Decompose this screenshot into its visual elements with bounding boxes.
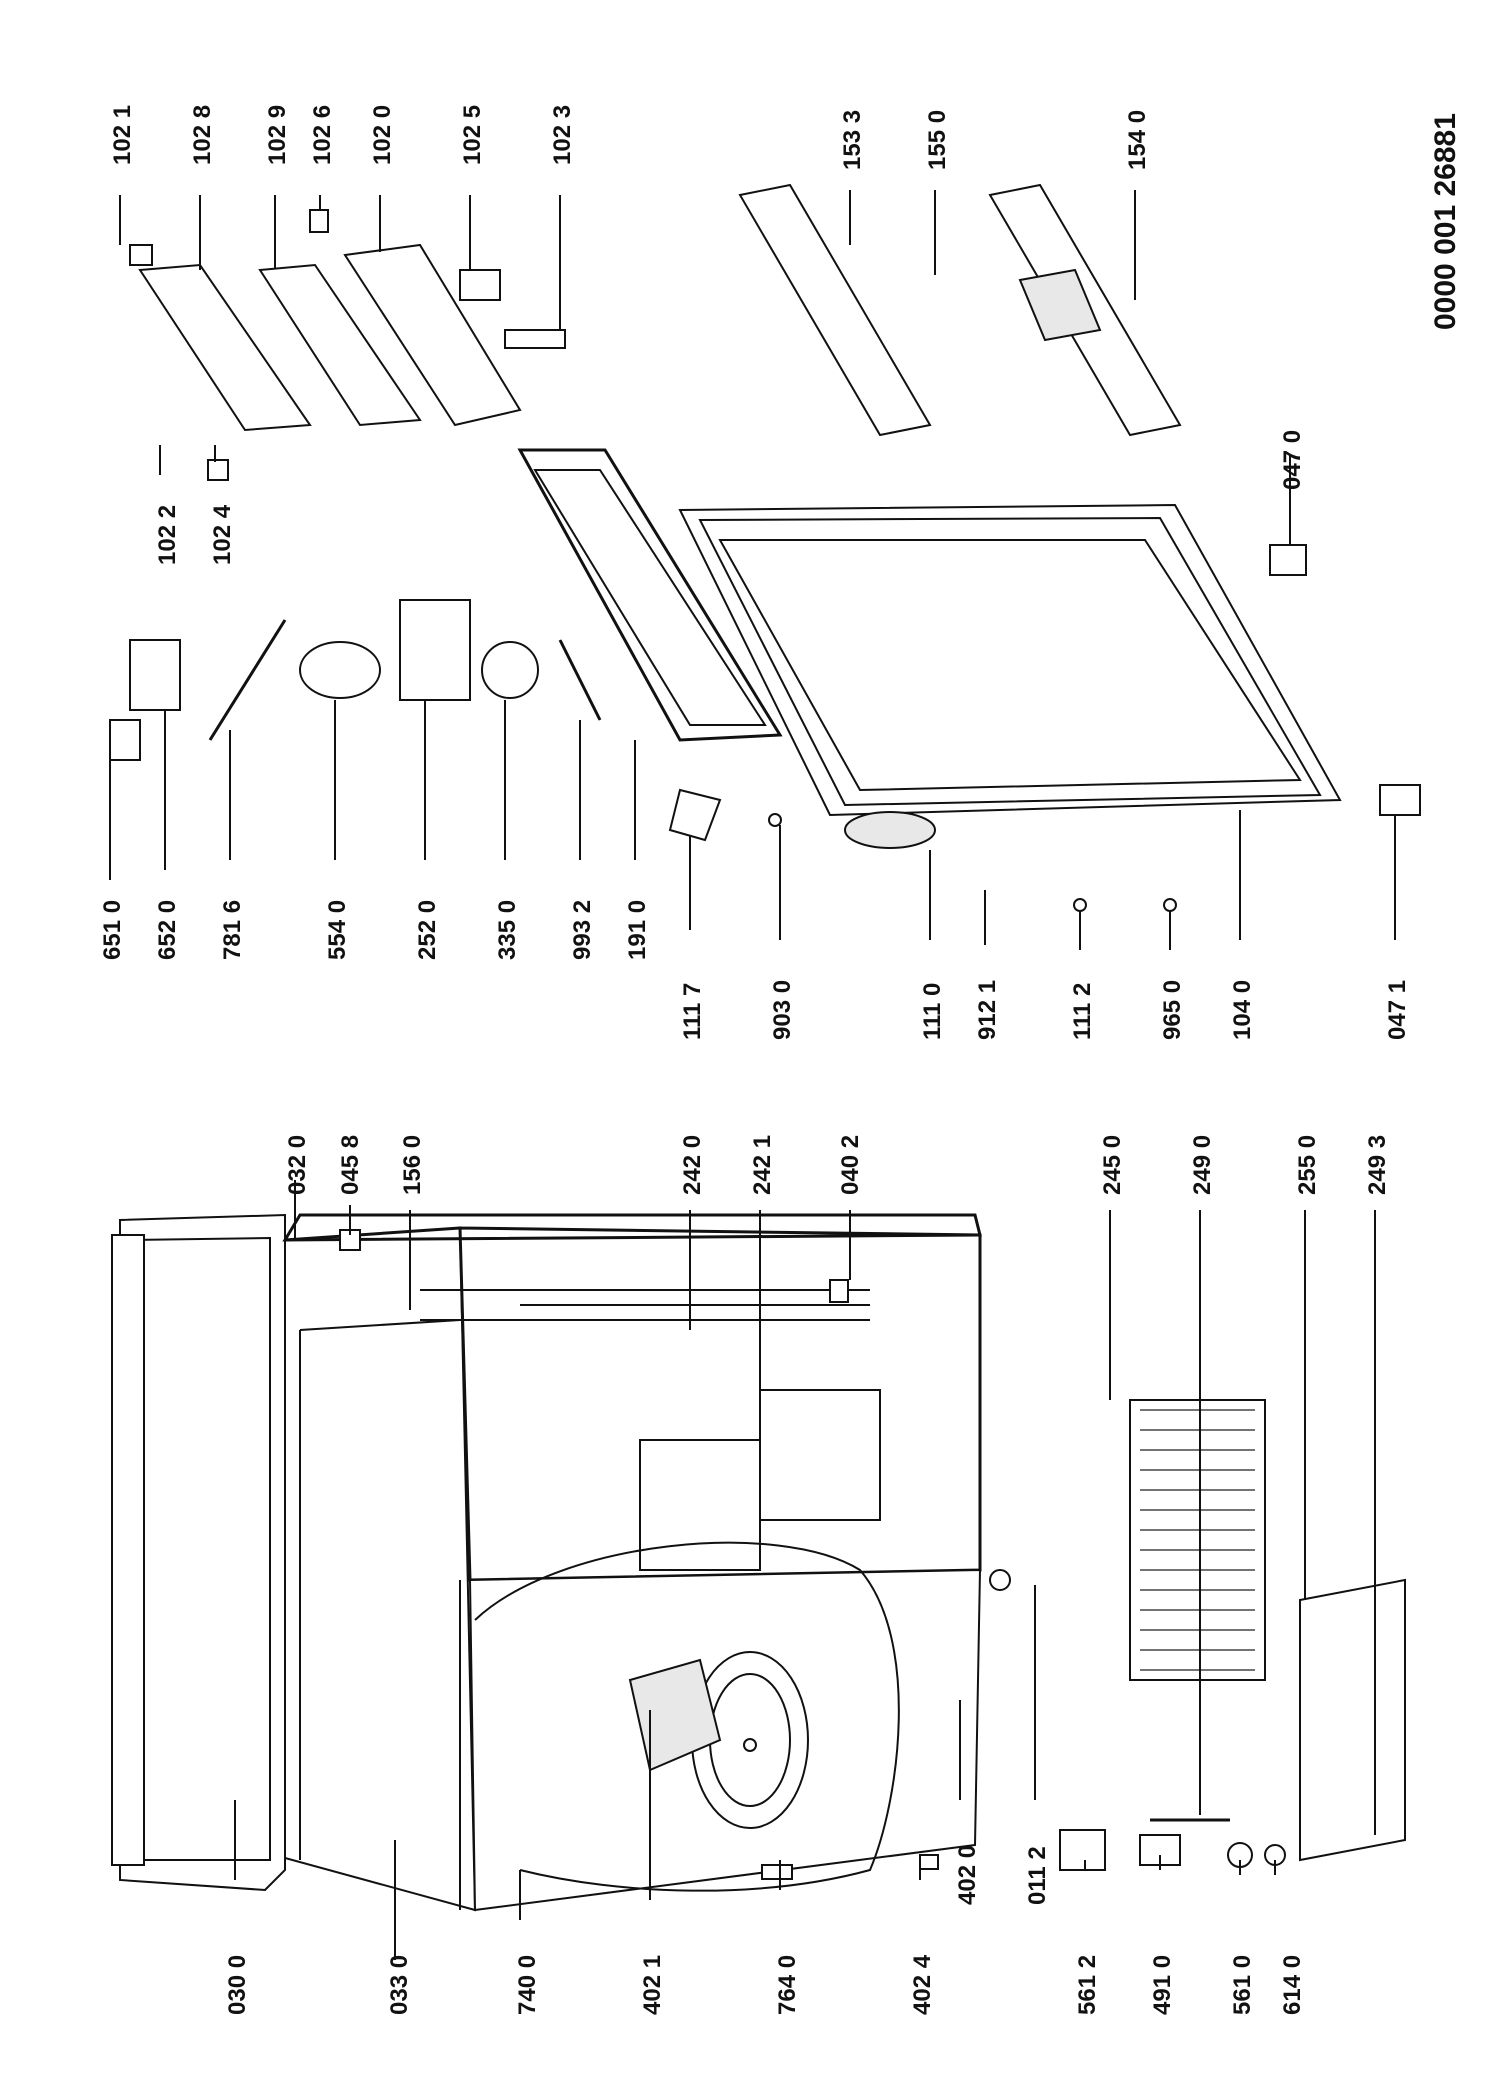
label-402-0: 402 0 [954,1845,981,1905]
label-249-0: 249 0 [1189,1135,1216,1195]
latch-plate [459,269,501,301]
label-155-0: 155 0 [924,110,951,170]
label-191-0: 191 0 [624,900,651,960]
label-903-0: 903 0 [769,980,796,1040]
door-balcony-upper [738,183,932,437]
door-assembly [517,448,1342,849]
label-011-2: 011 2 [1024,1846,1051,1905]
wire-shelf [1129,1399,1266,1681]
label-651-0: 651 0 [99,900,126,960]
lower-hinge [1379,784,1421,816]
label-102-8: 102 8 [189,105,216,165]
thermostat-knob-housing [1059,1829,1106,1871]
label-102-2: 102 2 [154,505,181,565]
hinge-small [309,209,329,233]
label-156-0: 156 0 [399,1135,426,1195]
clip [919,1854,939,1870]
egg-tray [1018,268,1102,342]
label-912-1: 912 1 [974,980,1001,1040]
label-561-2: 561 2 [1074,1955,1101,2015]
label-111-7: 111 7 [679,983,706,1040]
label-965-0: 965 0 [1159,980,1186,1040]
label-033-0: 033 0 [386,1955,413,2015]
label-245-0: 245 0 [1099,1135,1126,1195]
thermostat [109,719,141,761]
glass-shelf [1299,1578,1406,1862]
light-box [399,599,471,701]
label-045-8: 045 8 [337,1135,364,1195]
flap-hinge [129,244,153,266]
label-111-0: 111 0 [919,983,946,1040]
label-153-3: 153 3 [839,110,866,170]
drain-tube [558,639,602,721]
lamp-cover [299,641,381,699]
top-grille [111,1234,145,1866]
capillary-tube [208,619,287,741]
label-652-0: 652 0 [154,900,181,960]
label-102-4: 102 4 [209,504,236,565]
label-102-0: 102 0 [369,105,396,165]
label-255-0: 255 0 [1294,1135,1321,1195]
label-781-6: 781 6 [219,900,246,960]
thermostat-bracket [129,639,181,711]
label-993-2: 993 2 [569,900,596,960]
flap-pin [207,459,229,481]
label-740-0: 740 0 [514,1955,541,2015]
upper-hinge [1269,544,1307,576]
door-stop [668,788,722,842]
label-102-9: 102 9 [264,105,291,165]
label-104-0: 104 0 [1229,980,1256,1040]
freezer-flap [343,243,522,427]
label-335-0: 335 0 [494,900,521,960]
label-040-2: 040 2 [837,1135,864,1195]
label-561-0: 561 0 [1229,1955,1256,2015]
label-154-0: 154 0 [1124,110,1151,170]
label-242-1: 242 1 [749,1135,776,1195]
label-102-1: 102 1 [109,105,136,165]
label-102-3: 102 3 [549,105,576,165]
label-102-6: 102 6 [309,105,336,165]
document-number: 0000 001 26881 [1429,113,1462,330]
label-252-0: 252 0 [414,900,441,960]
label-491-0: 491 0 [1149,1955,1176,2015]
label-030-0: 030 0 [224,1955,251,2015]
label-047-0: 047 0 [1279,430,1306,490]
label-032-0: 032 0 [284,1135,311,1195]
label-102-5: 102 5 [459,105,486,165]
label-554-0: 554 0 [324,900,351,960]
label-242-0: 242 0 [679,1135,706,1195]
latch-strip [504,329,566,349]
label-402-1: 402 1 [639,1955,666,2015]
part-labels: 030 0 033 0 740 0 402 1 764 0 402 4 561 … [99,105,1411,2015]
label-764-0: 764 0 [774,1955,801,2015]
handle-screw [1073,898,1087,912]
cover-screw [1163,898,1177,912]
label-047-1: 047 1 [1384,980,1411,1040]
cabinet-body [111,1213,1011,1912]
door-screw [768,813,782,827]
leader-lines [109,190,1396,1960]
freezer-flap-frame [138,263,312,432]
freezer-flap-inner [258,263,422,427]
label-111-2: 111 2 [1069,983,1096,1040]
tube-heater [761,1864,793,1880]
fan-disc [481,641,539,699]
leveling-foot [829,1279,849,1303]
label-402-4: 402 4 [909,1954,936,2015]
label-249-3: 249 3 [1364,1135,1391,1195]
label-614-0: 614 0 [1279,1955,1306,2015]
